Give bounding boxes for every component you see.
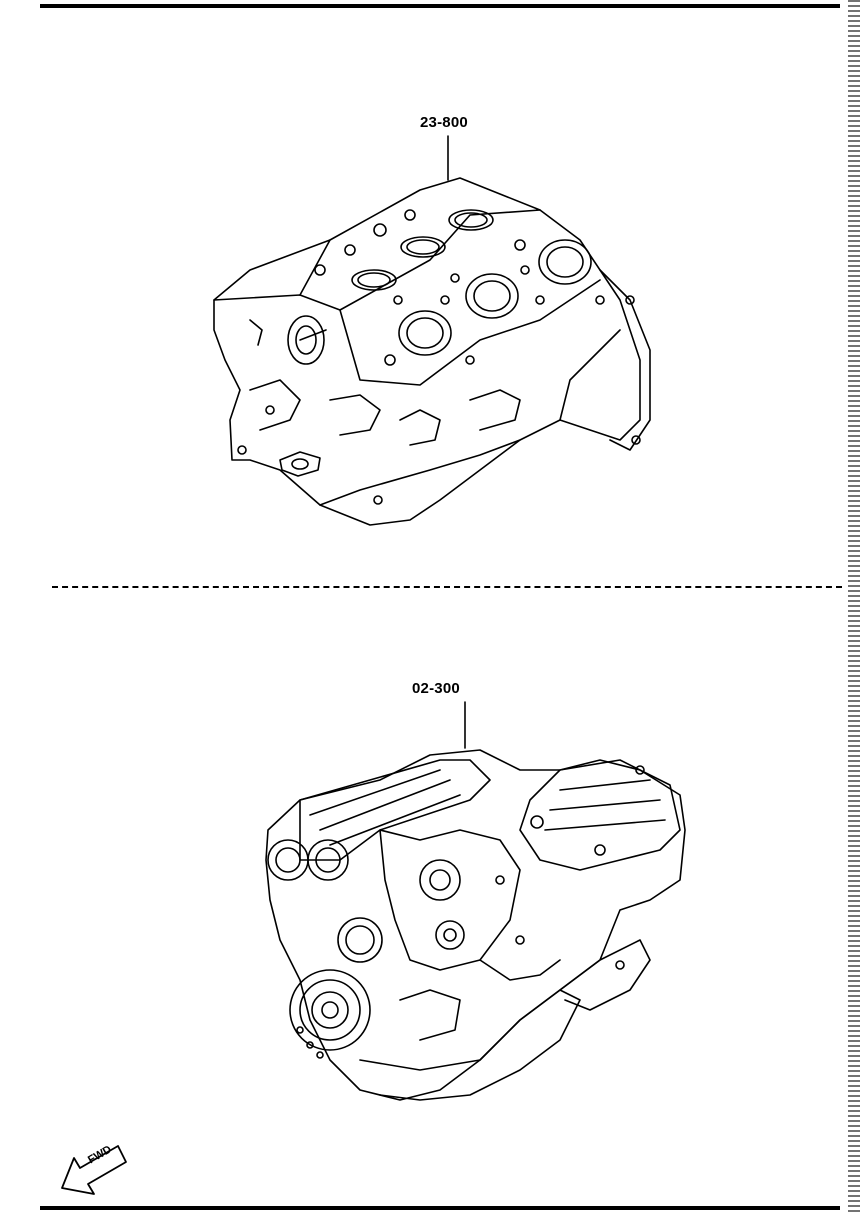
part-number-label: 23-800 xyxy=(420,114,468,131)
side-edge-strip xyxy=(848,0,860,1214)
bottom-border-rule xyxy=(40,1206,840,1210)
top-border-rule xyxy=(40,4,840,8)
forward-arrow-icon xyxy=(61,1145,127,1195)
engine-block-illustration xyxy=(213,177,651,526)
engine-assembly-illustration xyxy=(265,749,686,1101)
section-divider xyxy=(52,586,842,588)
part-number-label: 02-300 xyxy=(412,680,460,697)
